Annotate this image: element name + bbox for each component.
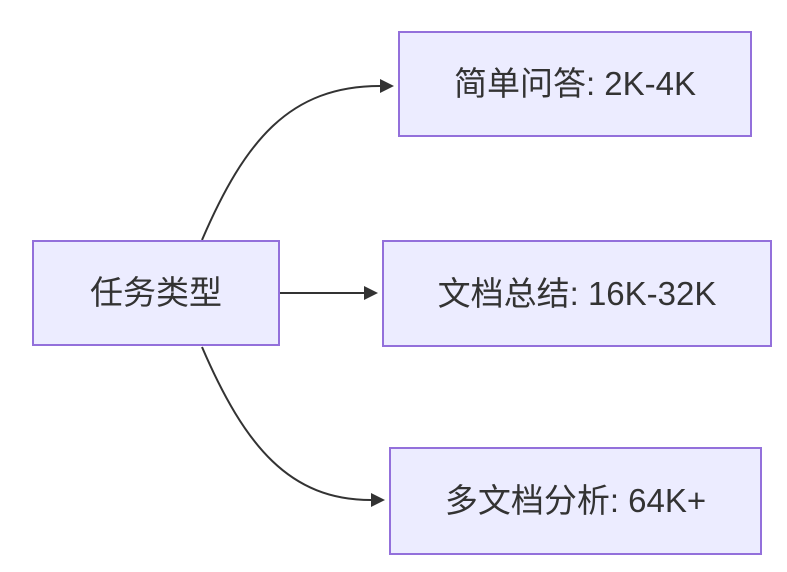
node-simple-qa: 简单问答: 2K-4K [398,31,752,137]
node-task-type-label: 任务类型 [90,274,222,312]
edge-root-to-multidoc [201,346,385,507]
node-doc-summary-label: 文档总结: 16K-32K [437,274,717,312]
node-task-type: 任务类型 [32,240,280,346]
node-multi-doc-analysis-label: 多文档分析: 64K+ [444,482,707,520]
node-multi-doc-analysis: 多文档分析: 64K+ [389,447,762,555]
edge-root-to-simple [201,79,394,241]
node-doc-summary: 文档总结: 16K-32K [382,240,772,347]
node-simple-qa-label: 简单问答: 2K-4K [453,65,697,103]
